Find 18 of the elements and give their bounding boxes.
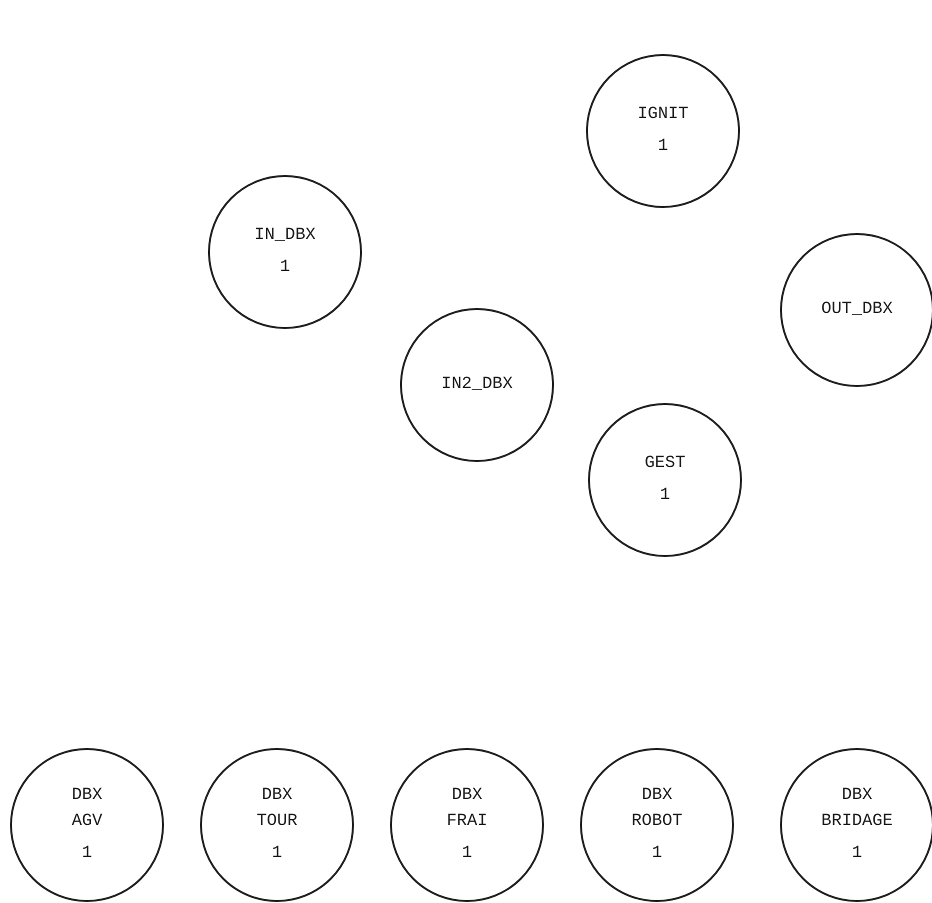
process-name: DBX FRAI bbox=[446, 785, 488, 833]
process-name: OUT_DBX bbox=[821, 299, 893, 321]
instance-count: 1 bbox=[280, 257, 290, 279]
instance-count: 1 bbox=[658, 136, 668, 158]
process-name: GEST bbox=[644, 453, 686, 475]
instance-count: 1 bbox=[462, 843, 472, 865]
process-name: DBX ROBOT bbox=[631, 785, 682, 833]
instance-count: 1 bbox=[652, 843, 662, 865]
instance-count: 1 bbox=[660, 485, 670, 507]
process-name: IN2_DBX bbox=[441, 374, 513, 396]
process-name: IGNIT bbox=[637, 104, 688, 126]
process-name: DBX AGV bbox=[72, 785, 102, 833]
instance-count: 1 bbox=[272, 843, 282, 865]
process-name: DBX TOUR bbox=[256, 785, 298, 833]
process-name: DBX BRIDAGE bbox=[821, 785, 893, 833]
process-name: IN_DBX bbox=[254, 225, 316, 247]
instance-count: 1 bbox=[852, 843, 862, 865]
instance-count: 1 bbox=[82, 843, 92, 865]
